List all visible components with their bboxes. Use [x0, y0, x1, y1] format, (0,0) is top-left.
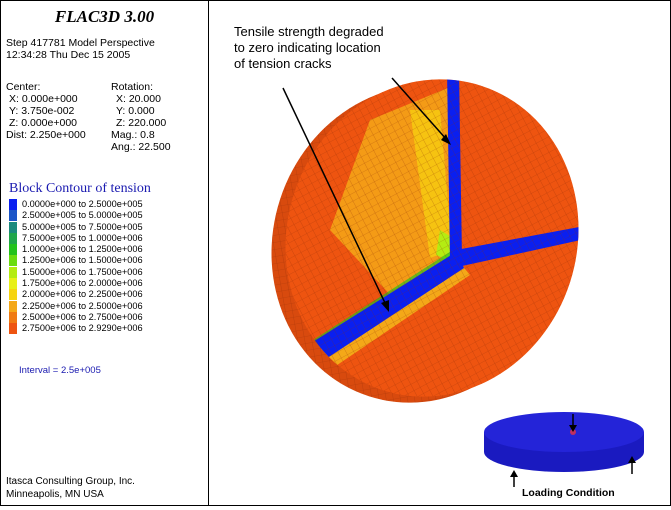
rotation-z: Z: 220.000 — [116, 117, 167, 129]
rotation-label: Rotation: — [111, 81, 154, 93]
loading-inset — [484, 412, 644, 487]
legend-swatch — [9, 300, 17, 312]
legend-range: 1.0000e+006 to 1.2500e+006 — [22, 244, 143, 255]
legend-swatch — [9, 244, 17, 256]
tension-crack-annotation: Tensile strength degraded to zero indica… — [234, 24, 384, 71]
legend-range: 2.0000e+006 to 2.2500e+006 — [22, 289, 143, 300]
legend-swatch — [9, 210, 17, 222]
arrowhead-2 — [381, 300, 389, 312]
rotation-x: X: 20.000 — [116, 93, 161, 105]
legend-swatch — [9, 266, 17, 278]
center-z: Z: 0.000e+000 — [9, 117, 78, 129]
legend-panel: FLAC3D 3.00 Step 417781 Model Perspectiv… — [1, 1, 209, 505]
center-y: Y: 3.750e-002 — [9, 105, 75, 117]
annotation-arrow-2 — [282, 87, 387, 306]
distance: Dist: 2.250e+000 — [6, 129, 86, 141]
company-name: Itasca Consulting Group, Inc. — [6, 476, 135, 487]
legend-range: 5.0000e+005 to 7.5000e+005 — [22, 221, 143, 232]
model-viewport — [210, 1, 670, 505]
arrowhead-1 — [441, 134, 451, 145]
legend-swatch — [9, 311, 17, 323]
legend-interval: Interval = 2.5e+005 — [19, 365, 101, 376]
legend-range: 0.0000e+000 to 2.5000e+005 — [22, 199, 143, 209]
legend-range: 1.5000e+006 to 1.7500e+006 — [22, 266, 143, 277]
legend-range: 7.5000e+005 to 1.0000e+006 — [22, 232, 143, 243]
legend-swatch — [9, 278, 17, 290]
legend-swatch — [9, 221, 17, 233]
legend-range: 2.2500e+006 to 2.5000e+006 — [22, 300, 143, 311]
legend-range: 2.5000e+006 to 2.7500e+006 — [22, 311, 143, 322]
legend-range: 1.7500e+006 to 2.0000e+006 — [22, 278, 143, 289]
legend-range: 1.2500e+006 to 1.5000e+006 — [22, 255, 143, 266]
legend-range: 2.7500e+006 to 2.9290e+006 — [22, 323, 143, 334]
legend-swatch — [9, 255, 17, 267]
legend-swatch — [9, 199, 17, 210]
angle: Ang.: 22.500 — [111, 141, 171, 153]
company-footer: Itasca Consulting Group, Inc. Minneapoli… — [6, 475, 135, 501]
legend-title: Block Contour of tension — [9, 181, 151, 196]
loading-condition-label: Loading Condition — [522, 487, 615, 499]
company-location: Minneapolis, MN USA — [6, 489, 104, 500]
center-x: X: 0.000e+000 — [9, 93, 78, 105]
model-svg — [270, 60, 644, 487]
annotation-arrow-1 — [391, 77, 448, 141]
legend-swatch — [9, 289, 17, 301]
legend-swatch — [9, 232, 17, 244]
magnification: Mag.: 0.8 — [111, 129, 155, 141]
legend-range: 2.5000e+005 to 5.0000e+005 — [22, 210, 143, 221]
disk-face — [270, 60, 590, 420]
legend-swatch — [9, 323, 17, 335]
step-info: Step 417781 Model Perspective — [6, 37, 155, 49]
timestamp: 12:34:28 Thu Dec 15 2005 — [6, 49, 131, 61]
center-label: Center: — [6, 81, 41, 93]
rotation-y: Y: 0.000 — [116, 105, 155, 117]
software-title: FLAC3D 3.00 — [54, 7, 155, 26]
